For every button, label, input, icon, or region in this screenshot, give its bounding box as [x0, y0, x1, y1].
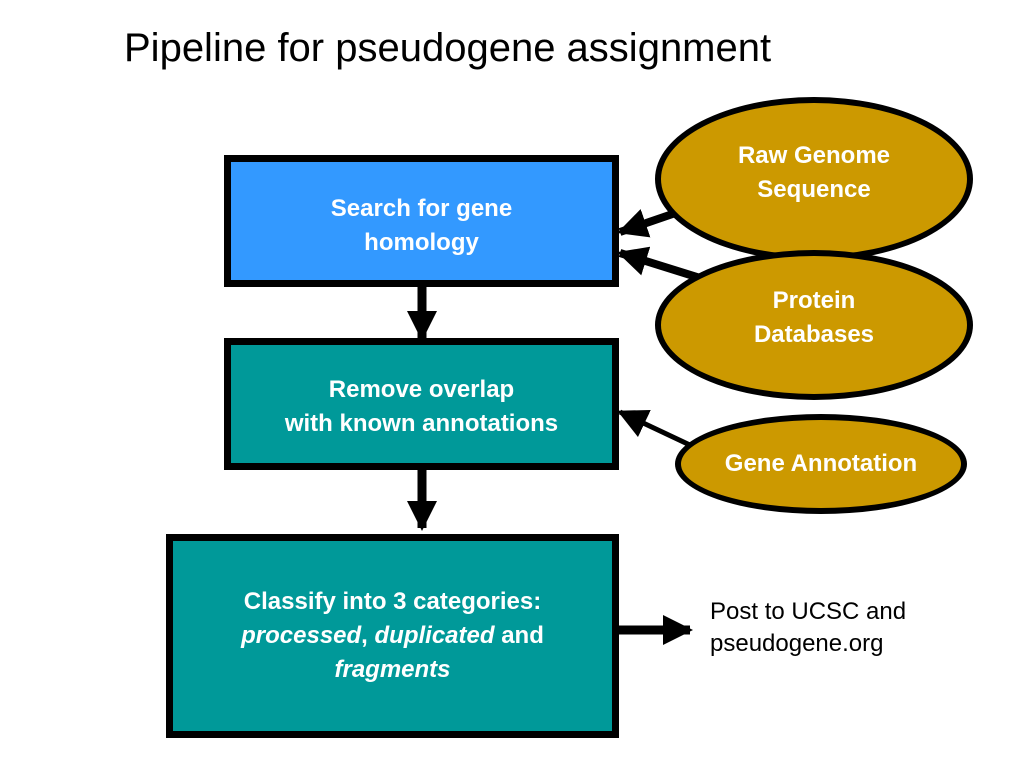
raw-genome-line-2: Sequence: [757, 176, 871, 203]
output-line-1: Post to UCSC and: [710, 598, 907, 625]
and-connector: and: [501, 622, 544, 649]
protein-db-line-2: Databases: [753, 321, 875, 348]
search-line-2: homology: [364, 229, 479, 256]
protein-databases-source: Protein Databases: [655, 250, 973, 400]
processed-label: processed: [241, 622, 362, 649]
gene-annotation-label: Gene Annotation: [724, 450, 918, 477]
arrow-annotation-to-remove: [617, 409, 694, 449]
raw-genome-line-1: Raw Genome: [737, 142, 891, 169]
arrow-protein-to-search: [617, 246, 702, 282]
classify-line-2: processed, duplicated and: [241, 619, 544, 653]
duplicated-label: duplicated: [374, 622, 495, 649]
search-homology-box: Search for gene homology: [224, 155, 619, 287]
classify-box: Classify into 3 categories: processed, d…: [166, 534, 619, 738]
gene-annotation-source: Gene Annotation: [675, 414, 967, 514]
output-destination: Post to UCSC and pseudogene.org: [710, 596, 906, 660]
classify-line-3: fragments: [334, 653, 450, 687]
raw-genome-sequence-source: Raw Genome Sequence: [655, 97, 973, 261]
classify-line-1: Classify into 3 categories:: [243, 588, 542, 615]
page-title: Pipeline for pseudogene assignment: [124, 26, 772, 70]
remove-overlap-box: Remove overlap with known annotations: [224, 338, 619, 470]
remove-line-2: with known annotations: [284, 410, 559, 437]
search-line-1: Search for gene: [330, 195, 513, 222]
remove-line-1: Remove overlap: [328, 376, 515, 403]
output-line-2: pseudogene.org: [710, 630, 884, 657]
comma-separator: ,: [361, 622, 368, 649]
fragments-label: fragments: [334, 656, 451, 683]
protein-db-line-1: Protein: [772, 287, 856, 314]
